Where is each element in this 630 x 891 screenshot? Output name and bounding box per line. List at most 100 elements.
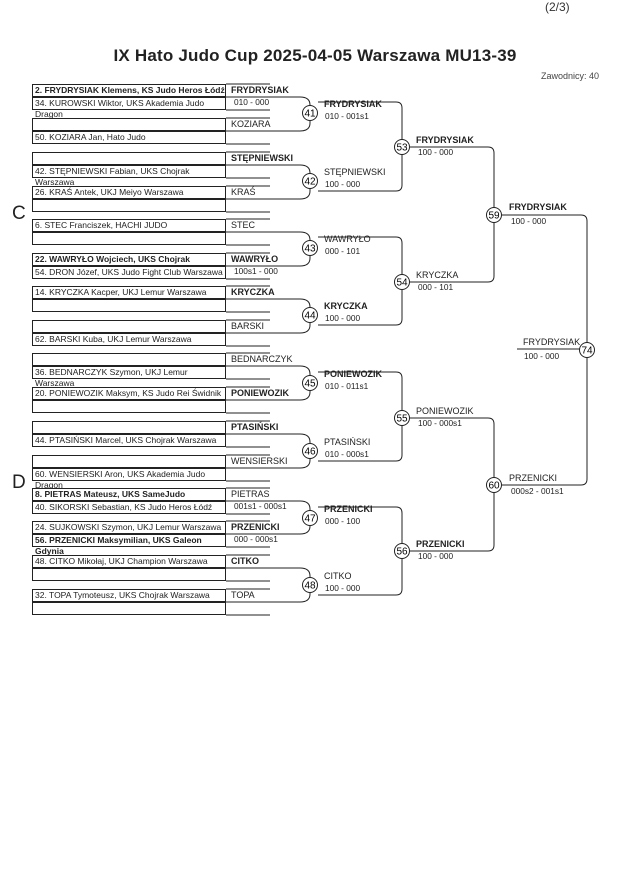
round3-score: 100 - 000 <box>418 551 454 561</box>
competitor-entry: 48. CITKO Mikołaj, UKJ Champion Warszawa <box>35 556 208 566</box>
round4-winner: FRYDRYSIAK <box>509 202 567 212</box>
competitor-entry: 24. SUJKOWSKI Szymon, UKJ Lemur Warszawa <box>35 522 222 532</box>
round2-score: 010 - 001s1 <box>325 111 369 121</box>
match-41-number: 41 <box>304 109 316 120</box>
match-55-circle <box>394 410 410 426</box>
entry-slot: 44. PTASIŃSKI Marcel, UKS Chojrak Warsza… <box>32 434 226 447</box>
entry-slot: 50. KOZIARA Jan, Hato Judo <box>32 131 226 144</box>
entry-slot: 24. SUJKOWSKI Szymon, UKJ Lemur Warszawa <box>32 521 226 534</box>
round2-score: 100 - 000 <box>325 179 361 189</box>
entry-slot <box>32 455 226 468</box>
entry-slot: 62. BARSKI Kuba, UKJ Lemur Warszawa <box>32 333 226 346</box>
round1-winner: TOPA <box>231 590 255 600</box>
competitor-entry: 42. STĘPNIEWSKI Fabian, UKS Chojrak Wars… <box>35 166 190 187</box>
match-60-circle <box>486 477 502 493</box>
entry-slot <box>32 299 226 312</box>
entry-slot: 60. WENSIERSKI Aron, UKS Akademia Judo D… <box>32 468 226 490</box>
entry-slot <box>32 568 226 581</box>
round1-winner: WAWRYŁO <box>231 254 279 264</box>
competitor-entry: 20. PONIEWOZIK Maksym, KS Judo Rei Świdn… <box>35 388 222 398</box>
competitor-entry: 6. STEC Franciszek, HACHI JUDO <box>35 220 168 230</box>
entry-slot <box>32 152 226 165</box>
entry-slot <box>32 400 226 413</box>
entry-slot: 14. KRYCZKA Kacper, UKJ Lemur Warszawa <box>32 286 226 299</box>
entry-slot: 48. CITKO Mikołaj, UKJ Champion Warszawa <box>32 555 226 568</box>
match-41-circle <box>302 105 318 121</box>
final-score: 100 - 000 <box>524 351 560 361</box>
entry-slot <box>32 421 226 434</box>
match-53-circle <box>394 139 410 155</box>
round2-score: 010 - 011s1 <box>325 381 369 391</box>
round2-winner: KRYCZKA <box>324 301 368 311</box>
round3-winner: PONIEWOZIK <box>416 406 474 416</box>
round1-score: 000 - 000s1 <box>234 534 278 544</box>
round1-score: 010 - 000 <box>234 97 270 107</box>
round1-winner: BARSKI <box>231 321 265 331</box>
match-55-number: 55 <box>396 414 408 425</box>
round4-score: 100 - 000 <box>511 216 547 226</box>
match-60-number: 60 <box>488 481 500 492</box>
entry-slot <box>32 232 226 245</box>
match-43-number: 43 <box>304 244 316 255</box>
round1-winner: CITKO <box>231 556 259 566</box>
competitor-entry: 54. DRON Józef, UKS Judo Fight Club Wars… <box>35 267 223 277</box>
round1-winner: PTASIŃSKI <box>231 422 279 432</box>
round1-winner: KRAŚ <box>231 187 256 197</box>
entry-slot: 54. DRON Józef, UKS Judo Fight Club Wars… <box>32 266 226 279</box>
competitor-entry: 44. PTASIŃSKI Marcel, UKS Chojrak Warsza… <box>35 435 217 445</box>
final-winner: FRYDRYSIAK <box>523 337 581 347</box>
entry-slot <box>32 353 226 366</box>
round1-score: 001s1 - 000s1 <box>234 501 287 511</box>
entry-slot: 56. PRZENICKI Maksymilian, UKS Galeon Gd… <box>32 534 226 556</box>
round3-winner: PRZENICKI <box>416 539 465 549</box>
competitor-entry: 60. WENSIERSKI Aron, UKS Akademia Judo D… <box>35 469 206 490</box>
round2-winner: CITKO <box>324 571 352 581</box>
match-47-circle <box>302 510 318 526</box>
match-54-number: 54 <box>396 278 408 289</box>
competitor-entry: 14. KRYCZKA Kacper, UKJ Lemur Warszawa <box>35 287 207 297</box>
round3-score: 100 - 000s1 <box>418 418 462 428</box>
entry-slot <box>32 118 226 131</box>
competitor-entry: 32. TOPA Tymoteusz, UKS Chojrak Warszawa <box>35 590 210 600</box>
entry-slot: 8. PIETRAS Mateusz, UKS SameJudo <box>32 488 226 501</box>
competitor-entry: 34. KUROWSKI Wiktor, UKS Akademia Judo D… <box>35 98 205 119</box>
match-44-number: 44 <box>304 311 316 322</box>
match-45-number: 45 <box>304 379 316 390</box>
entry-slot: 22. WAWRYŁO Wojciech, UKS Chojrak Warsza… <box>32 253 226 275</box>
match-final-circle <box>579 342 595 358</box>
entry-slot: 26. KRAŚ Antek, UKJ Meiyo Warszawa <box>32 186 226 199</box>
round3-winner: FRYDRYSIAK <box>416 135 474 145</box>
entry-slot: 2. FRYDRYSIAK Klemens, KS Judo Heros Łód… <box>32 84 226 97</box>
round1-winner: WENSIERSKI <box>231 456 288 466</box>
round2-winner: WAWRYŁO <box>324 234 371 244</box>
match-48-circle <box>302 577 318 593</box>
round4-score: 000s2 - 001s1 <box>511 486 564 496</box>
match-59-circle <box>486 207 502 223</box>
match-54-circle <box>394 274 410 290</box>
match-43-circle <box>302 240 318 256</box>
match-46-number: 46 <box>304 447 316 458</box>
entry-slot <box>32 602 226 615</box>
round2-winner: PTASIŃSKI <box>324 437 371 447</box>
round4-winner: PRZENICKI <box>509 473 558 483</box>
section-label-d: D <box>12 472 26 493</box>
round1-winner: KRYCZKA <box>231 287 275 297</box>
match-59-number: 59 <box>488 211 500 222</box>
round1-winner: KOZIARA <box>231 119 271 129</box>
entry-slot: 32. TOPA Tymoteusz, UKS Chojrak Warszawa <box>32 589 226 602</box>
round2-winner: PONIEWOZIK <box>324 369 382 379</box>
match-42-circle <box>302 173 318 189</box>
round2-winner: PRZENICKI <box>324 504 373 514</box>
competitor-entry: 40. SIKORSKI Sebastian, KS Judo Heros Łó… <box>35 502 213 512</box>
entry-slot: 36. BEDNARCZYK Szymon, UKJ Lemur Warszaw… <box>32 366 226 388</box>
entry-slot: 34. KUROWSKI Wiktor, UKS Akademia Judo D… <box>32 97 226 119</box>
page-number: (2/3) <box>545 0 570 14</box>
match-45-circle <box>302 375 318 391</box>
round1-winner: PIETRAS <box>231 489 270 499</box>
round1-winner: BEDNARCZYK <box>231 354 293 364</box>
match-56-circle <box>394 543 410 559</box>
entry-slot: 6. STEC Franciszek, HACHI JUDO <box>32 219 226 232</box>
round2-winner: STĘPNIEWSKI <box>324 167 386 177</box>
round1-winner: FRYDRYSIAK <box>231 85 289 95</box>
entry-slot: 42. STĘPNIEWSKI Fabian, UKS Chojrak Wars… <box>32 165 226 187</box>
